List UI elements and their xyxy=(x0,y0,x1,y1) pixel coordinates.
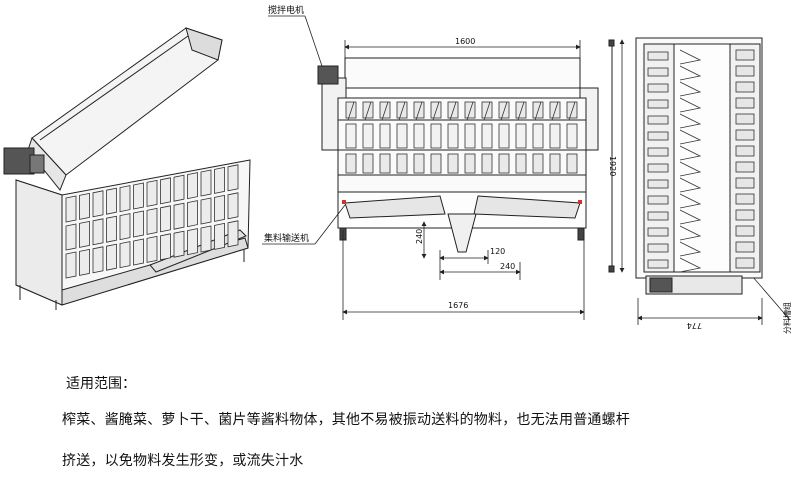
dim-1676: 1676 xyxy=(448,301,468,310)
front-dimensions xyxy=(342,40,585,320)
caption-title: 适用范围： xyxy=(66,376,136,392)
label-conveyor: 集料输送机 xyxy=(264,232,309,244)
dim-774: 774 xyxy=(687,321,702,330)
dim-240: 240 xyxy=(500,262,515,271)
caption-line-1: 榨菜、酱腌菜、萝卜干、菌片等酱料物体，其他不易被振动送料的物料，也无法用普通螺杆 xyxy=(62,412,630,428)
dim-1920: 1920 xyxy=(608,156,617,176)
label-side-callout: 分料槽组 xyxy=(782,302,792,334)
label-motor: 搅拌电机 xyxy=(268,4,304,16)
side-dimensions xyxy=(619,39,763,325)
isometric-view xyxy=(3,27,251,310)
side-view xyxy=(608,37,763,295)
dim-240-vertical: 240 xyxy=(415,229,424,244)
machine-drawing: 1600 1676 240 120 240 搅拌电机 集料输送机 1920 77… xyxy=(3,4,792,334)
dim-1600: 1600 xyxy=(455,37,475,46)
dim-120: 120 xyxy=(490,247,505,256)
caption-line-2: 挤送，以免物料发生形变，或流失汁水 xyxy=(62,453,304,469)
front-view xyxy=(317,57,599,253)
